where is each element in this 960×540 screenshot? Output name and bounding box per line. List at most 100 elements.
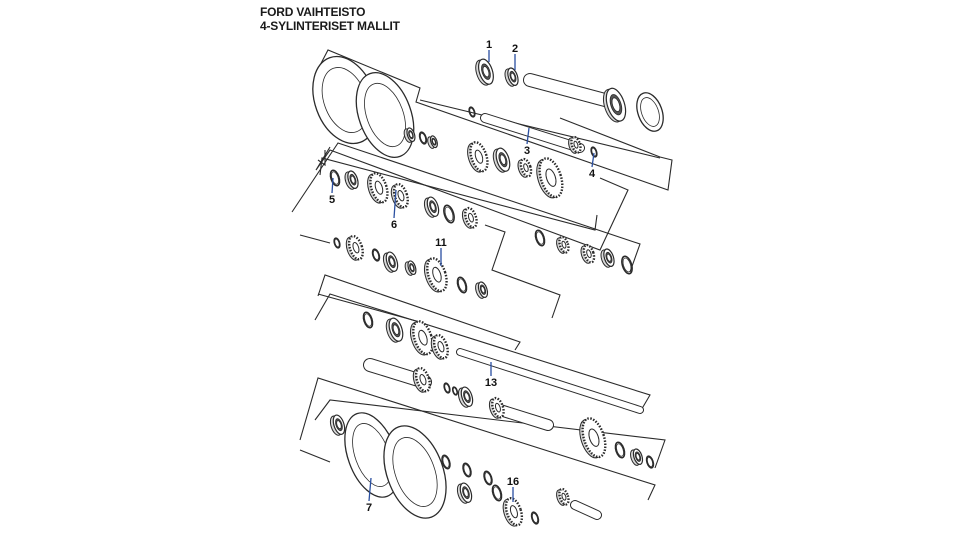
ring-inner (331, 171, 339, 185)
shaft (524, 74, 611, 106)
callout-leader-3 (526, 127, 530, 145)
ring-inner (622, 257, 632, 273)
gear (568, 135, 582, 154)
ring-inner (616, 443, 624, 457)
bracket-line (315, 146, 629, 251)
bearing (404, 260, 417, 276)
bearing-bore (432, 138, 436, 145)
ring-inner (442, 456, 450, 468)
ring-inner (532, 513, 538, 523)
ring-outer (362, 311, 374, 329)
gear-bore (573, 140, 579, 149)
ring-inner (484, 472, 492, 484)
bracket-line (299, 234, 331, 244)
ring (491, 484, 503, 502)
ring-outer (329, 169, 341, 187)
gear (502, 497, 524, 527)
shaft (481, 114, 584, 152)
bearing-bore (430, 202, 436, 212)
gear-bore (561, 492, 567, 501)
ring (462, 462, 472, 478)
bracket-line (299, 377, 656, 501)
ring-outer (534, 229, 546, 247)
housing (383, 425, 447, 519)
gasket-inner (364, 82, 406, 148)
bearing (630, 448, 644, 466)
ring-inner (493, 486, 501, 500)
bearing (456, 482, 473, 504)
gear (467, 141, 489, 173)
bracket-line (419, 99, 661, 159)
bearing (600, 248, 615, 268)
bearing-bore (464, 392, 470, 402)
bearing (423, 196, 440, 218)
ring-inner (420, 133, 426, 143)
bearing (492, 147, 511, 173)
ring (443, 382, 451, 394)
gear (461, 206, 478, 229)
bearing-bore (635, 453, 641, 461)
ring (468, 106, 476, 118)
bearing (475, 281, 489, 299)
ring-outer (491, 484, 503, 502)
bearing (457, 386, 474, 408)
ring (614, 441, 626, 459)
bearing-bore (499, 154, 507, 165)
ring (362, 311, 374, 329)
ring-outer (468, 106, 476, 118)
ring (441, 454, 451, 470)
shaft (571, 501, 601, 519)
ring-outer (451, 386, 459, 396)
bearing-bore (409, 264, 414, 271)
gear-bore (397, 189, 405, 202)
ring-outer (462, 462, 472, 478)
ring-outer (614, 441, 626, 459)
bearing-bore (408, 131, 413, 138)
callout-label-3: 3 (524, 145, 530, 157)
flange-plate-outline (636, 92, 664, 132)
ring-inner (334, 238, 340, 248)
gear (517, 157, 533, 178)
callout-leader-4 (591, 152, 595, 168)
gear-bore (419, 373, 427, 386)
ring (530, 511, 540, 525)
ring (443, 204, 455, 224)
bearing (427, 135, 438, 149)
gear-bore (561, 240, 567, 249)
ring (621, 255, 633, 275)
gear-bore (494, 402, 501, 413)
bearing-bore (606, 253, 612, 262)
ring-outer (371, 248, 381, 262)
gear-bore (545, 168, 557, 187)
gear-bore (437, 340, 445, 353)
gasket-outline (355, 72, 415, 158)
bearing-bore (389, 257, 395, 267)
gear-bore (352, 241, 360, 254)
ring-outer (645, 455, 655, 469)
callout-label-2: 2 (512, 43, 518, 55)
gear (345, 234, 364, 261)
title-line-2: 4-SYLINTERISET MALLIT (260, 19, 400, 33)
ring-outer (333, 237, 341, 249)
housing-inner (392, 437, 438, 507)
ring-outer (456, 276, 468, 294)
gasket (355, 72, 415, 158)
ring (645, 455, 655, 469)
bearing (382, 251, 399, 273)
ring-outer (530, 511, 540, 525)
gear (367, 172, 389, 204)
title-line-1: FORD VAIHTEISTO (260, 5, 366, 19)
bearing (344, 170, 359, 190)
ring-inner (469, 107, 475, 117)
callout-label-13: 13 (485, 377, 497, 389)
callout-leader-7 (368, 477, 372, 502)
diagram-title: FORD VAIHTEISTO 4-SYLINTERISET MALLIT (260, 5, 400, 33)
bracket-line (317, 293, 421, 323)
ring (483, 470, 493, 486)
bracket-line (484, 224, 561, 319)
ring (371, 248, 381, 262)
ring-outer (483, 470, 493, 486)
bearing-bore (480, 286, 486, 294)
